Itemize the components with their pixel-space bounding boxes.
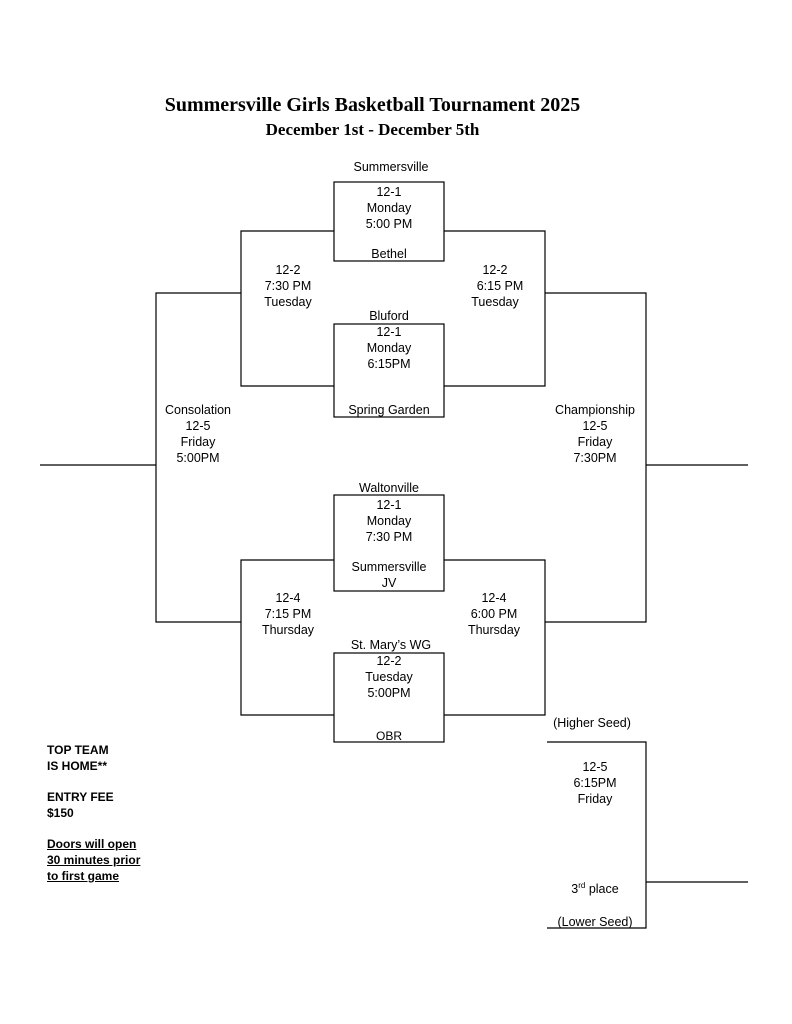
game-3-day: Monday — [366, 514, 412, 528]
champ-semi-bottom-date: 12-4 — [481, 591, 507, 605]
championship-date: 12-5 — [582, 419, 608, 433]
champ-semi-top-day: Tuesday — [471, 295, 519, 309]
home-note-line1: TOP TEAM — [47, 743, 109, 757]
entry-fee-amount: $150 — [47, 806, 74, 820]
game-2-day: Monday — [366, 341, 412, 355]
third-place-label: 3rd place — [571, 881, 618, 897]
team-summersville-jv-line1: Summersville — [351, 560, 427, 574]
game-1-time: 5:00 PM — [365, 217, 413, 231]
third-place-num: 3 — [571, 882, 579, 896]
team-st-marys: St. Mary’s WG — [350, 638, 432, 652]
game-1-day: Monday — [366, 201, 412, 215]
cons-semi-top-date: 12-2 — [275, 263, 301, 277]
doors-note-line2: 30 minutes prior — [47, 853, 141, 867]
champ-semi-bottom-time: 6:00 PM — [470, 607, 518, 621]
entry-fee-label: ENTRY FEE — [47, 790, 114, 804]
page-title: Summersville Girls Basketball Tournament… — [164, 94, 581, 116]
championship-day: Friday — [577, 435, 613, 449]
game-box-1 — [333, 181, 445, 262]
champ-semi-top-time: 6:15 PM — [476, 279, 524, 293]
champ-semi-top-line — [444, 230, 546, 387]
champ-semi-top-date: 12-2 — [482, 263, 508, 277]
home-note-line2: IS HOME** — [47, 759, 108, 773]
cons-semi-top-info: 12-2 7:30 PM Tuesday — [264, 262, 311, 310]
cons-semi-bottom-date: 12-4 — [275, 591, 301, 605]
game-2-time: 6:15PM — [367, 357, 411, 371]
game-1-date: 12-1 — [376, 185, 402, 199]
third-place-text: place — [585, 882, 619, 896]
team-spring-garden: Spring Garden — [348, 403, 430, 417]
game-3-info: 12-1 Monday 7:30 PM — [366, 497, 413, 545]
team-bluford: Bluford — [369, 309, 409, 323]
cons-semi-bottom-info: 12-4 7:15 PM Thursday — [262, 590, 314, 638]
championship-label: Championship — [555, 403, 635, 417]
cons-semi-top-line — [240, 230, 334, 387]
page-subtitle: December 1st - December 5th — [265, 120, 480, 139]
team-bethel: Bethel — [371, 247, 407, 261]
cons-semi-top-time: 7:30 PM — [264, 279, 312, 293]
game-box-2 — [333, 323, 445, 418]
champ-semi-top-info: 12-2 6:15 PM Tuesday — [467, 262, 524, 310]
consolation-info: Consolation 12-5 Friday 5:00PM — [165, 402, 231, 466]
team-summersville-jv-line2: JV — [381, 576, 397, 590]
third-place-game-info: 12-5 6:15PM Friday — [573, 759, 616, 807]
game-box-4 — [333, 652, 445, 743]
champ-semi-bottom-day: Thursday — [467, 623, 521, 637]
doors-note: Doors will open 30 minutes prior to firs… — [47, 836, 140, 884]
game-box-3 — [333, 494, 445, 592]
consolation-line — [155, 292, 241, 623]
team-summersville-jv: Summersville JV — [351, 559, 426, 591]
game-2-date: 12-1 — [376, 325, 402, 339]
third-place-date: 12-5 — [582, 760, 608, 774]
cons-semi-top-day: Tuesday — [264, 295, 312, 309]
cons-semi-bottom-day: Thursday — [261, 623, 315, 637]
consolation-day: Friday — [180, 435, 216, 449]
game-3-date: 12-1 — [376, 498, 402, 512]
doors-note-line1: Doors will open — [47, 837, 137, 851]
championship-time: 7:30PM — [573, 451, 617, 465]
championship-line — [545, 292, 647, 623]
third-place-time: 6:15PM — [573, 776, 617, 790]
lower-seed-label: (Lower Seed) — [557, 915, 633, 929]
cons-semi-bottom-line — [240, 559, 334, 716]
consolation-date: 12-5 — [185, 419, 211, 433]
team-waltonville: Waltonville — [359, 481, 419, 495]
game-4-time: 5:00PM — [367, 686, 411, 700]
champ-semi-bottom-info: 12-4 6:00 PM Thursday — [468, 590, 520, 638]
game-2-info: 12-1 Monday 6:15PM — [367, 324, 411, 372]
game-4-info: 12-2 Tuesday 5:00PM — [365, 653, 412, 701]
championship-info: Championship 12-5 Friday 7:30PM — [555, 402, 635, 466]
consolation-label: Consolation — [164, 403, 232, 417]
game-4-day: Tuesday — [365, 670, 413, 684]
third-place-day: Friday — [577, 792, 613, 806]
home-note: TOP TEAM IS HOME** — [47, 742, 109, 774]
third-place-line — [547, 741, 647, 929]
game-4-date: 12-2 — [376, 654, 402, 668]
consolation-time: 5:00PM — [176, 451, 220, 465]
doors-note-line3: to first game — [47, 869, 120, 883]
team-obr: OBR — [375, 729, 403, 743]
team-summersville: Summersville — [353, 160, 429, 174]
game-3-time: 7:30 PM — [365, 530, 413, 544]
cons-semi-bottom-time: 7:15 PM — [264, 607, 312, 621]
entry-fee-note: ENTRY FEE $150 — [47, 789, 114, 821]
higher-seed-label: (Higher Seed) — [553, 716, 631, 730]
third-place-sup: rd — [578, 880, 586, 890]
game-1-info: 12-1 Monday 5:00 PM — [366, 184, 413, 232]
champ-semi-bottom-line — [444, 559, 546, 716]
